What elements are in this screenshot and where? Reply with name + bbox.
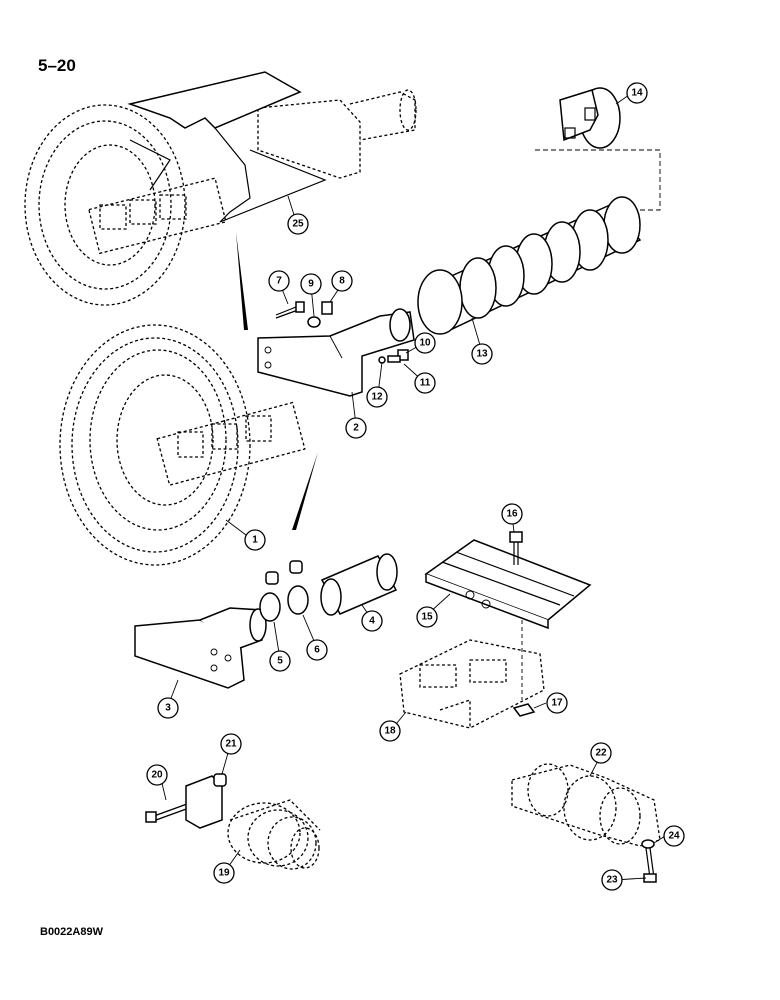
svg-text:18: 18 [384, 726, 396, 737]
callout-9: 9 [300, 273, 322, 295]
part-16-bolt [509, 531, 523, 565]
svg-text:10: 10 [419, 338, 431, 349]
callout-2: 2 [345, 417, 367, 439]
callout-12: 12 [366, 386, 388, 408]
callout-7: 7 [268, 270, 290, 292]
callout-19: 19 [213, 862, 235, 884]
svg-text:4: 4 [369, 616, 375, 627]
callout-17: 17 [546, 692, 568, 714]
part-21-clamp-block [185, 773, 227, 829]
svg-text:24: 24 [668, 831, 680, 842]
part-3-yoke [134, 607, 267, 689]
svg-text:3: 3 [165, 703, 171, 714]
upper-idler-wheel-dashed [24, 104, 227, 306]
callout-18: 18 [379, 720, 401, 742]
svg-text:22: 22 [595, 748, 607, 759]
callout-24: 24 [663, 825, 685, 847]
svg-text:17: 17 [551, 698, 563, 709]
part-15-track-shoe [424, 539, 592, 630]
part-2-yoke [257, 308, 415, 397]
svg-text:14: 14 [631, 88, 643, 99]
assembly-arrow-upper [236, 232, 248, 330]
callout-5: 5 [269, 650, 291, 672]
callout-13: 13 [471, 343, 493, 365]
callout-14: 14 [626, 82, 648, 104]
svg-text:12: 12 [371, 392, 383, 403]
callout-4: 4 [361, 610, 383, 632]
callout-22: 22 [590, 742, 612, 764]
svg-text:5: 5 [277, 656, 283, 667]
callout-3: 3 [157, 697, 179, 719]
figure-code: B0022A89W [40, 926, 103, 938]
svg-text:23: 23 [606, 875, 618, 886]
part-23-bolt [643, 847, 657, 883]
callout-11: 11 [414, 372, 436, 394]
assembly-arrow-lower [292, 452, 318, 530]
part-5-o-ring [259, 571, 281, 622]
part-7-bolt [275, 301, 305, 319]
part-4-sleeve [320, 553, 398, 616]
part-17-nut [512, 703, 536, 717]
callout-23: 23 [601, 869, 623, 891]
part-14-cap [559, 87, 621, 149]
svg-text:11: 11 [420, 378, 431, 389]
part-1-idler-wheel [59, 324, 306, 566]
part-24-washer [641, 839, 655, 849]
upper-cover-plate [127, 71, 327, 223]
part-19-track-roller [227, 799, 321, 870]
page-label: 5–20 [38, 56, 76, 75]
part-22-carrier-roller [511, 763, 661, 847]
svg-text:1: 1 [252, 535, 258, 546]
svg-text:16: 16 [506, 509, 518, 520]
callout-6: 6 [306, 639, 328, 661]
svg-text:6: 6 [314, 645, 320, 656]
svg-text:20: 20 [151, 770, 163, 781]
svg-text:9: 9 [308, 279, 314, 290]
svg-text:8: 8 [339, 276, 345, 287]
upper-yoke-dashed [257, 89, 417, 179]
svg-text:15: 15 [421, 612, 433, 623]
callout-15: 15 [416, 606, 438, 628]
part-14-guide-line [535, 149, 661, 211]
part-8-fitting [321, 301, 333, 315]
part-18-track-link [399, 639, 545, 729]
callout-20: 20 [146, 764, 168, 786]
callout-8: 8 [331, 270, 353, 292]
callout-10: 10 [414, 332, 436, 354]
part-10-11-fittings [378, 349, 409, 364]
part-6-o-ring [287, 560, 309, 615]
svg-text:19: 19 [218, 868, 230, 879]
callout-25: 25 [287, 213, 309, 235]
svg-text:13: 13 [476, 349, 488, 360]
svg-text:21: 21 [225, 739, 237, 750]
part-9-washer [307, 316, 321, 328]
part-13-spring [417, 196, 642, 335]
callout-21: 21 [220, 733, 242, 755]
callout-16: 16 [501, 503, 523, 525]
callout-1: 1 [244, 529, 266, 551]
svg-text:2: 2 [353, 423, 359, 434]
svg-text:25: 25 [292, 219, 304, 230]
svg-text:7: 7 [276, 276, 282, 287]
